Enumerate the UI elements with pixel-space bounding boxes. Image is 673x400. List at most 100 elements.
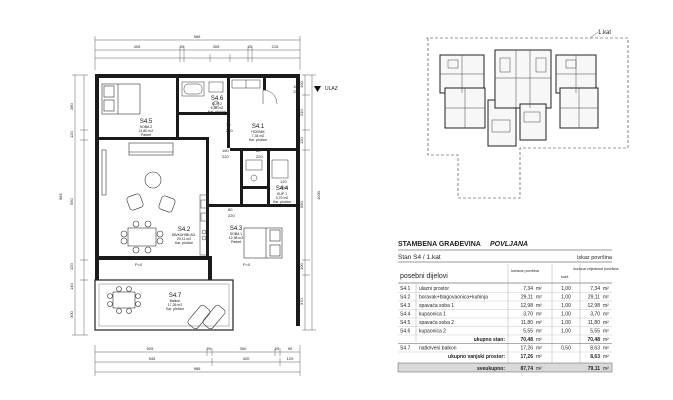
total-value: 79,11	[588, 366, 600, 372]
room-label-s4-5: S4.5 SOBA 2 11,80 m2 Parket	[139, 119, 153, 137]
misc-label-220b: 220	[222, 154, 229, 159]
svg-text:KUP 2: KUP 2	[212, 102, 222, 106]
misc-label-120: 120	[280, 179, 287, 184]
row-code: S4.3	[400, 303, 411, 309]
dim-right-6: 370	[299, 298, 304, 305]
svg-text:S4.1: S4.1	[252, 124, 265, 130]
dim-bottom-3: 300	[240, 346, 247, 351]
misc-label-220a: 220	[226, 128, 233, 133]
dim-left-1: 280	[69, 103, 74, 110]
misc-label-220c: 220	[256, 154, 263, 159]
row-value: 3,70	[590, 312, 600, 318]
row-area: 12,98	[520, 303, 533, 309]
misc-label-200: 200	[280, 185, 287, 190]
row-coef: 1,00	[561, 312, 571, 318]
table-section-label: posebni dijelovi	[400, 273, 448, 280]
row-unit: m²	[536, 295, 542, 301]
svg-text:Ker. pločice: Ker. pločice	[249, 138, 267, 142]
row-vunit: m²	[603, 329, 609, 335]
row-coef: 1,00	[561, 286, 571, 292]
kitchen-counter	[199, 194, 209, 256]
dim-left-2: 120	[69, 131, 74, 138]
row-value: 5,55	[590, 329, 600, 335]
room-label-s4-6: S4.6 KUP 2 5,55 m2 Kar. pločice	[208, 96, 226, 114]
row-coef: 1,00	[561, 320, 571, 326]
svg-text:DB/KUH/BLAG.: DB/KUH/BLAG.	[172, 233, 197, 237]
svg-text:11,80 m2: 11,80 m2	[139, 129, 153, 133]
keyplan-building	[439, 49, 599, 147]
subtotal-stan-area: 70,48	[520, 337, 533, 343]
row-value: 7,34	[590, 286, 600, 292]
table-title-prefix: STAMBENA GRAĐEVINA	[398, 241, 481, 248]
row-name: spavaća soba 1	[419, 303, 454, 309]
row-vunit: m²	[603, 312, 609, 318]
row-name: ulazni prostor	[419, 286, 449, 292]
svg-text:S4.4: S4.4	[276, 186, 289, 192]
svg-text:KUP 1: KUP 1	[277, 192, 287, 196]
dim-top-2: 20	[180, 44, 185, 49]
area-table: STAMBENA GRAĐEVINA POVLJANA Stan S4 / 1.…	[397, 241, 619, 373]
row-code: S4.4	[400, 312, 411, 318]
keyplan-interiors	[440, 50, 598, 133]
balcony-vunit: m²	[603, 346, 609, 352]
table-subtitle: Stan S4 / 1.kat	[398, 254, 441, 261]
balcony-code: S4.7	[400, 346, 411, 352]
svg-text:S4.7: S4.7	[169, 293, 182, 299]
svg-text:29,11 m2: 29,11 m2	[177, 237, 191, 241]
row-code: S4.1	[400, 286, 411, 292]
row-coef: 1,00	[561, 295, 571, 301]
wardrobe-hodnik	[231, 79, 278, 105]
row-value: 12,98	[587, 303, 600, 309]
svg-text:Kar. pločice: Kar. pločice	[208, 110, 226, 114]
dim-bottom-2: 20	[207, 346, 212, 351]
balcony-area	[94, 279, 234, 331]
row-vunit: m²	[603, 295, 609, 301]
subtotal-stan-label: ukupno stan:	[474, 337, 506, 343]
dim-bottom-7: 320	[243, 356, 250, 361]
svg-text:7,34 m2: 7,34 m2	[252, 134, 265, 138]
living-furniture	[101, 142, 176, 254]
dim-bottom-total: 985	[194, 366, 201, 371]
dim-top-3: 305	[213, 44, 220, 49]
svg-text:12,98 m2: 12,98 m2	[229, 236, 244, 240]
subtotal-outdoor-value: 8,63	[590, 354, 600, 360]
row-coef: 1,00	[561, 329, 571, 335]
bottom-dimensions	[94, 345, 301, 376]
svg-text:5,55 m2: 5,55 m2	[211, 106, 224, 110]
svg-text:S4.3: S4.3	[230, 226, 243, 232]
row-coef: 1,00	[561, 303, 571, 309]
room-label-s4-1: S4.1 HODNIK 7,34 m2 Ker. pločice	[249, 124, 267, 142]
svg-text:Kar. pločice: Kar. pločice	[166, 307, 184, 311]
row-unit: m²	[536, 312, 542, 318]
subtotal-stan-value: 70,48	[587, 337, 600, 343]
balcony-area: 17,26	[520, 346, 533, 352]
row-name: spavaća soba 2	[419, 320, 454, 326]
svg-text:S4.2: S4.2	[178, 227, 191, 233]
dim-right-1: 100	[299, 81, 304, 88]
walls	[95, 74, 300, 326]
room-label-s4-7: S4.7 Balkon 17,26 m2 Kar. pločice	[166, 293, 184, 311]
row-vunit: m²	[603, 303, 609, 309]
keyplan-label: 1.kat	[598, 30, 611, 36]
svg-text:Kar. pločice: Kar. pločice	[273, 200, 291, 204]
dim-left-4: 120	[69, 263, 74, 270]
total-label: sveukupno:	[477, 366, 505, 372]
row-name: kupaonica 1	[419, 312, 446, 318]
table-col-koef: koef.	[561, 275, 569, 279]
row-code: S4.2	[400, 295, 411, 301]
misc-label-80b: 80	[228, 207, 233, 212]
misc-label-220d: 220	[228, 213, 235, 218]
svg-text:HODNIK: HODNIK	[251, 130, 265, 134]
row-name: boravak+blagovaonica+kuhinja	[419, 295, 488, 301]
bath-kup-1	[245, 159, 289, 182]
dim-bottom-1: 525	[147, 346, 154, 351]
dim-top-1: 405	[134, 44, 141, 49]
row-area: 11,80	[521, 320, 533, 326]
dim-top-total: 965	[194, 34, 201, 39]
svg-text:3,70 m2: 3,70 m2	[276, 196, 289, 200]
misc-label-80: 80	[256, 148, 261, 153]
balcony-coef: 0,50	[561, 346, 571, 352]
balcony-unit: m²	[536, 346, 542, 352]
subtotal-outdoor-area: 17,26	[520, 354, 533, 360]
